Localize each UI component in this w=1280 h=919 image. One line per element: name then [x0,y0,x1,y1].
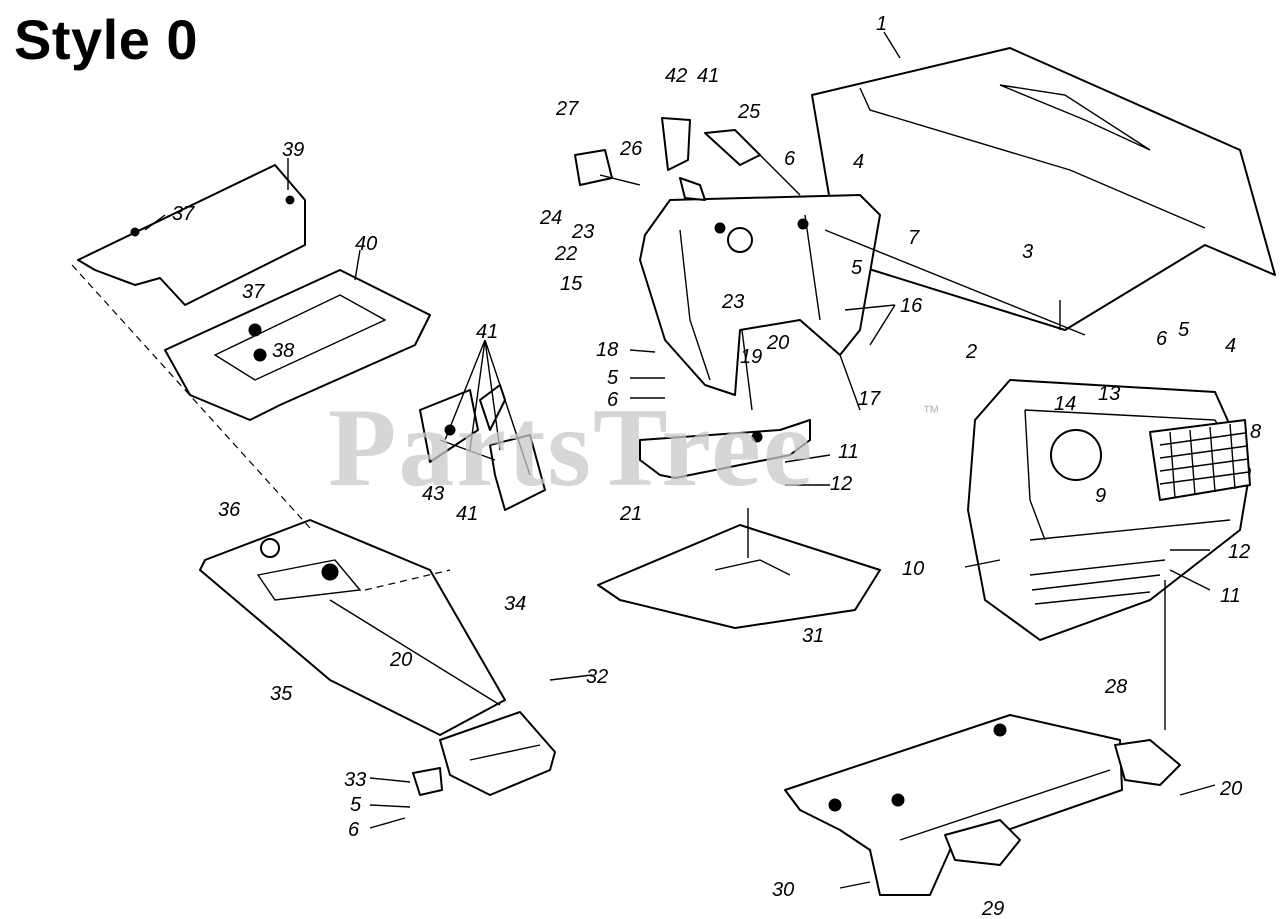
callout-25: 25 [737,101,761,123]
trademark-symbol: ™ [922,402,940,422]
callout-19: 19 [740,346,762,368]
callout-40: 40 [355,233,377,255]
callout-21: 21 [619,503,642,525]
callout-8: 8 [1250,421,1261,443]
callout-36: 36 [218,499,241,521]
part-small-upper-group [574,117,801,201]
part-top-panel [77,164,306,306]
part-grille-housing [967,379,1251,641]
part-foot-platform [412,711,556,796]
callout-42: 42 [665,65,687,87]
callout-41: 41 [476,321,498,343]
part-dash-panel [639,194,881,396]
callout-5: 5 [851,257,863,279]
callout-39: 39 [282,139,304,161]
callout-6c: 6 [607,389,619,411]
callout-35: 35 [270,683,293,705]
callout-20b: 20 [389,649,412,671]
callout-30: 30 [772,879,794,901]
callout-4b: 4 [1225,335,1236,357]
callout-6: 6 [784,148,796,170]
callout-37: 37 [172,203,195,225]
callout-numbers: 1 2 3 4 4 5 5 5 5 6 6 6 6 7 8 9 10 11 11… [172,13,1261,919]
callout-34: 34 [504,593,526,615]
callout-6b: 6 [1156,328,1168,350]
callout-31: 31 [802,625,824,647]
callout-9: 9 [1095,485,1106,507]
part-lever-assembly [419,384,546,511]
callout-16: 16 [900,295,923,317]
callout-20c: 20 [1219,778,1242,800]
callout-41b: 41 [456,503,478,525]
callout-27: 27 [555,98,579,120]
part-chassis [784,714,1181,896]
callout-37b: 37 [242,281,265,303]
diagram-title: Style 0 [14,8,199,71]
callout-29: 29 [981,898,1004,919]
callout-23b: 23 [721,291,744,313]
callout-2: 2 [965,341,977,363]
callout-43: 43 [422,483,444,505]
callout-12: 12 [830,473,852,495]
callout-15: 15 [560,273,583,295]
callout-1: 1 [876,13,887,35]
callout-20: 20 [766,332,789,354]
callout-6d: 6 [348,819,360,841]
part-grille-mesh [1149,419,1251,501]
callout-13: 13 [1098,383,1120,405]
callout-22: 22 [554,243,577,265]
callout-7: 7 [908,227,920,249]
part-bracket [639,419,811,479]
callout-32: 32 [586,666,608,688]
callout-5c: 5 [607,367,619,389]
callout-28: 28 [1104,676,1127,698]
callout-17: 17 [858,388,881,410]
callout-33: 33 [344,769,366,791]
callout-23: 23 [571,221,594,243]
callout-3: 3 [1022,241,1033,263]
callout-14: 14 [1054,393,1076,415]
callout-41c: 41 [697,65,719,87]
callout-38: 38 [272,340,294,362]
callout-12b: 12 [1228,541,1250,563]
callout-10: 10 [902,558,924,580]
part-floor-plate [597,508,881,629]
callout-5b: 5 [1178,319,1190,341]
callout-11b: 11 [1220,585,1241,607]
callout-5d: 5 [350,794,362,816]
leader-lines [144,31,1216,889]
callout-18: 18 [596,339,618,361]
part-hood-top [811,47,1276,331]
partstree-watermark: PartsTree [328,386,815,510]
callout-11: 11 [838,441,859,463]
callout-26: 26 [619,138,643,160]
callout-24: 24 [539,207,562,229]
part-fender [199,519,506,736]
assembly-lines [71,229,1166,730]
callout-4: 4 [853,151,864,173]
